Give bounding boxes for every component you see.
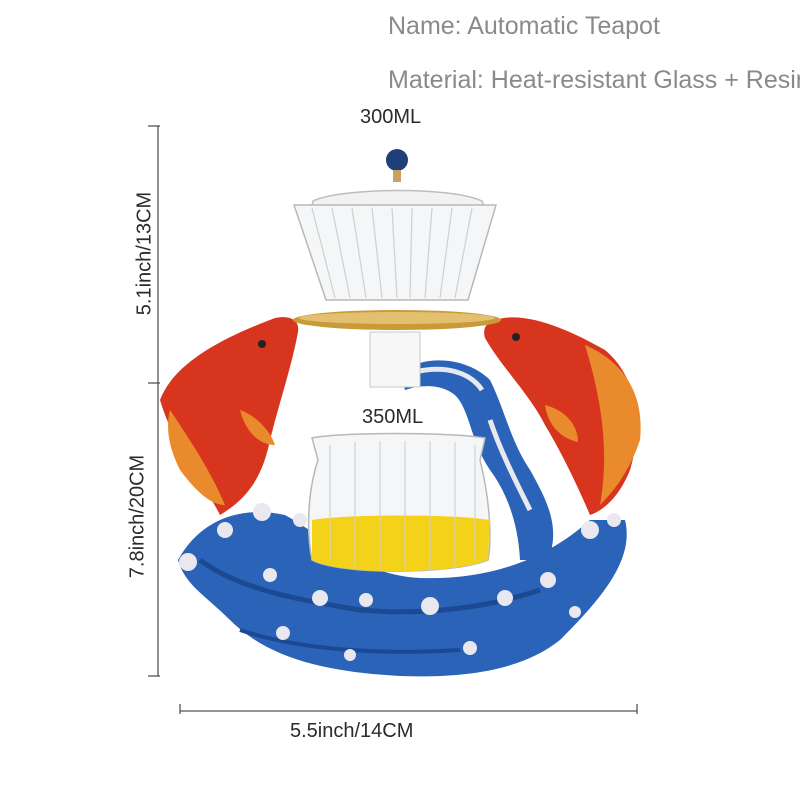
wave-base: [178, 503, 627, 677]
left-koi: [160, 317, 299, 515]
lower-glass-pot: [307, 432, 491, 572]
upper-glass-pot: [292, 149, 501, 388]
total-height-label: 7.8inch/20CM: [126, 454, 149, 579]
top-capacity-label: 300ML: [360, 106, 422, 128]
bottom-capacity-label: 350ML: [362, 406, 424, 428]
wave-branch: [400, 360, 554, 560]
right-koi: [484, 317, 641, 515]
product-name: Name: Automatic Teapot: [388, 12, 660, 40]
product-material: Material: Heat-resistant Glass + Resin: [388, 66, 800, 94]
width-label: 5.5inch/14CM: [290, 720, 414, 742]
top-height-label: 5.1inch/13CM: [133, 191, 156, 316]
dimension-lines: [148, 125, 638, 714]
